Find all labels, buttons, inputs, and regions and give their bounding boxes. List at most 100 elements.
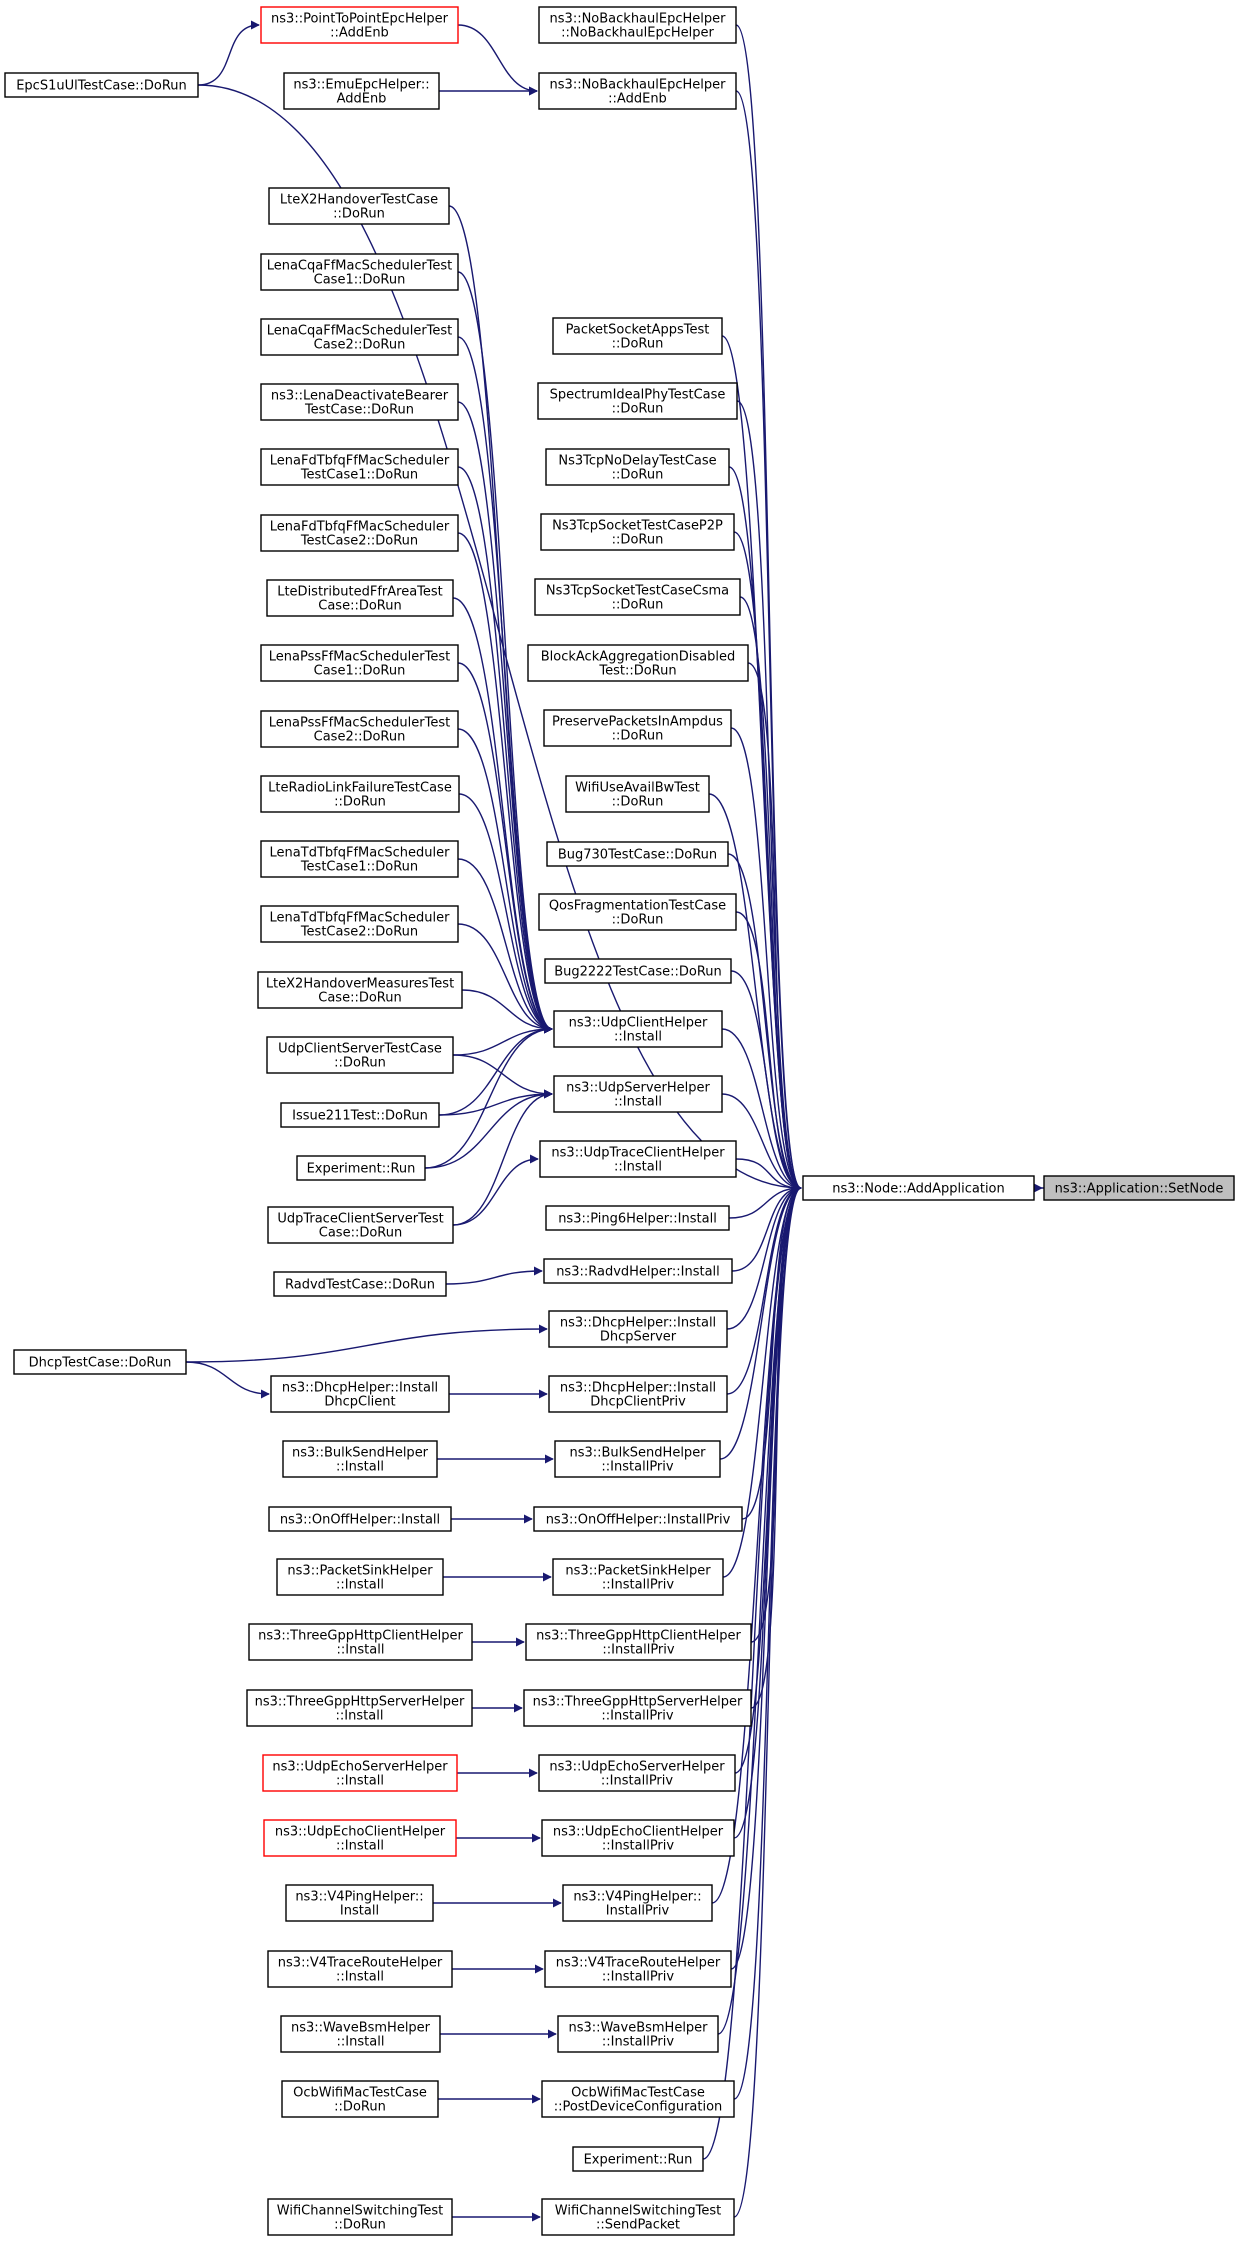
call-edge-x2meas-to-udpclient-inst [461,989,553,1034]
node-bug730[interactable]: Bug730TestCase::DoRun [546,841,729,867]
node-set-node[interactable]: ns3::Application::SetNode [1043,1175,1235,1201]
node-echoc-inst[interactable]: ns3::UdpEchoClientHelper::Install [263,1819,457,1857]
node-exprun2[interactable]: Experiment::Run [572,2146,704,2172]
node-nobh-addenb[interactable]: ns3::NoBackhaulEpcHelper::AddEnb [538,72,737,110]
node-specideal[interactable]: SpectrumIdealPhyTestCase::DoRun [537,382,738,420]
node-label: ns3::V4TraceRouteHelper [556,1956,721,1971]
node-box [546,841,729,867]
call-edge-epcs1u-to-p2p-addenb [197,20,260,86]
node-label: ::DoRun [612,795,664,810]
node-label: ns3::ThreeGppHttpServerHelper [533,1695,743,1710]
node-issue211[interactable]: Issue211Test::DoRun [280,1102,440,1128]
node-udptrace-inst[interactable]: ns3::UdpTraceClientHelper::Install [539,1140,737,1178]
node-radvd-inst[interactable]: ns3::RadvdHelper::Install [543,1258,733,1284]
node-box [260,840,459,878]
node-label: ns3::UdpEchoServerHelper [549,1760,725,1775]
call-edge-bsm-priv-to-add-app [717,1183,802,2035]
node-box [266,579,454,617]
node-label: PacketSocketAppsTest [566,323,710,338]
node-echos-inst[interactable]: ns3::UdpEchoServerHelper::Install [262,1754,458,1792]
node-box [260,775,460,813]
node-nobh-ctor[interactable]: ns3::NoBackhaulEpcHelper::NoBackhaulEpcH… [538,6,737,44]
node-rlf[interactable]: LteRadioLinkFailureTestCase::DoRun [260,775,460,813]
node-ocb-post[interactable]: OcbWifiMacTestCase::PostDeviceConfigurat… [541,2080,735,2118]
call-edge-blockack-to-add-app [747,662,802,1193]
node-qosfrag[interactable]: QosFragmentationTestCase::DoRun [538,893,737,931]
node-v4ping-inst[interactable]: ns3::V4PingHelper::Install [285,1884,434,1922]
node-ltex2ho[interactable]: LteX2HandoverTestCase::DoRun [268,187,450,225]
node-tcpcsma[interactable]: Ns3TcpSocketTestCaseCsma::DoRun [534,578,741,616]
node-label: ::AddEnb [330,26,389,41]
node-onoff-priv[interactable]: ns3::OnOffHelper::InstallPriv [533,1506,743,1532]
node-label: ::DoRun [612,729,664,744]
node-label: ns3::DhcpHelper::Install [282,1381,438,1396]
node-v4ping-priv[interactable]: ns3::V4PingHelper::InstallPriv [562,1884,713,1922]
node-udpcs[interactable]: UdpClientServerTestCase::DoRun [266,1036,454,1074]
node-httpc-inst[interactable]: ns3::ThreeGppHttpClientHelper::Install [248,1623,473,1661]
node-wifiavail[interactable]: WifiUseAvailBwTest::DoRun [565,775,710,813]
node-bug2222[interactable]: Bug2222TestCase::DoRun [544,958,732,984]
node-tcpnodelay[interactable]: Ns3TcpNoDelayTestCase::DoRun [545,448,730,486]
node-bsm-priv[interactable]: ns3::WaveBsmHelper::InstallPriv [557,2015,719,2053]
node-dhcptc[interactable]: DhcpTestCase::DoRun [13,1349,187,1375]
node-label: ::DoRun [333,207,385,222]
node-box [260,253,459,291]
node-box [285,1884,434,1922]
node-exprun1[interactable]: Experiment::Run [296,1155,426,1181]
node-epcs1u[interactable]: EpcS1uUlTestCase::DoRun [4,72,199,98]
node-box [538,1754,736,1792]
node-httpc-priv[interactable]: ns3::ThreeGppHttpClientHelper::InstallPr… [525,1623,752,1661]
node-label: Case::DoRun [318,599,401,614]
node-bulk-priv[interactable]: ns3::BulkSendHelper::InstallPriv [554,1440,721,1478]
node-label: ns3::OnOffHelper::Install [280,1513,440,1528]
node-box [541,2080,735,2118]
node-preserve[interactable]: PreservePacketsInAmpdus::DoRun [543,709,732,747]
node-wcs-dorun[interactable]: WifiChannelSwitchingTest::DoRun [267,2198,453,2236]
node-https-inst[interactable]: ns3::ThreeGppHttpServerHelper::Install [246,1689,473,1727]
node-echos-priv[interactable]: ns3::UdpEchoServerHelper::InstallPriv [538,1754,736,1792]
node-sink-inst[interactable]: ns3::PacketSinkHelper::Install [276,1558,444,1596]
node-ping6[interactable]: ns3::Ping6Helper::Install [545,1205,730,1231]
node-pktsock[interactable]: PacketSocketAppsTest::DoRun [552,317,723,355]
node-v4tr-inst[interactable]: ns3::V4TraceRouteHelper::Install [267,1950,453,1988]
node-label: LenaPssFfMacSchedulerTest [269,650,450,665]
call-edge-fdtbfq2-to-udpclient-inst [457,532,553,1034]
node-bsm-inst[interactable]: ns3::WaveBsmHelper::Install [280,2015,441,2053]
node-udpclient-inst[interactable]: ns3::UdpClientHelper::Install [553,1010,723,1048]
node-tcpp2p[interactable]: Ns3TcpSocketTestCaseP2P::DoRun [540,513,735,551]
node-sink-priv[interactable]: ns3::PacketSinkHelper::InstallPriv [552,1558,724,1596]
node-echoc-priv[interactable]: ns3::UdpEchoClientHelper::InstallPriv [541,1819,735,1857]
node-bulk-inst[interactable]: ns3::BulkSendHelper::Install [282,1440,438,1478]
node-label: QosFragmentationTestCase [549,899,726,914]
node-ocb-dorun[interactable]: OcbWifiMacTestCase::DoRun [281,2080,439,2118]
node-wcs-send[interactable]: WifiChannelSwitchingTest::SendPacket [541,2198,735,2236]
call-edge-rlf-to-udpclient-inst [458,793,553,1034]
node-label: ns3::NoBackhaulEpcHelper [550,12,727,27]
node-https-priv[interactable]: ns3::ThreeGppHttpServerHelper::InstallPr… [523,1689,752,1727]
node-onoff-inst[interactable]: ns3::OnOffHelper::Install [268,1506,452,1532]
node-udpserver-inst[interactable]: ns3::UdpServerHelper::Install [553,1075,723,1113]
node-p2p-addenb[interactable]: ns3::PointToPointEpcHelper::AddEnb [260,6,459,44]
node-v4tr-priv[interactable]: ns3::V4TraceRouteHelper::InstallPriv [544,1950,732,1988]
node-add-app[interactable]: ns3::Node::AddApplication [802,1175,1035,1201]
node-emu-addenb[interactable]: ns3::EmuEpcHelper::AddEnb [283,72,440,110]
call-edge-v4tr-priv-to-add-app [730,1183,802,1970]
node-label: ns3::EmuEpcHelper:: [293,78,429,93]
node-radvdtc[interactable]: RadvdTestCase::DoRun [273,1271,447,1297]
